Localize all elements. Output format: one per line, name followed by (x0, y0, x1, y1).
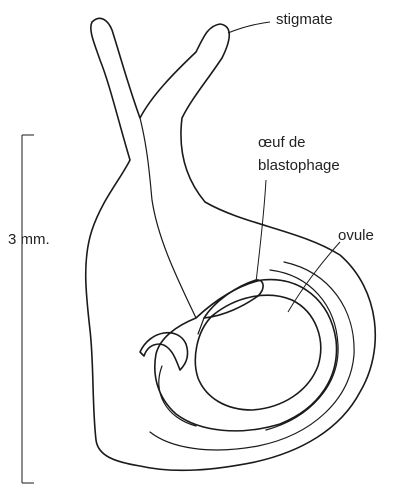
stigmate-leader (228, 22, 270, 33)
stylar-canal (140, 118, 196, 318)
outer-integument (150, 262, 354, 450)
scale-bar (22, 135, 34, 483)
blastophage-egg (204, 280, 263, 318)
label-oeuf-line2: blastophage (258, 157, 340, 174)
label-stigmate: stigmate (276, 11, 333, 28)
ovule-integument (266, 270, 338, 430)
ovule (195, 295, 320, 410)
oeuf-leader (256, 180, 266, 282)
label-ovule: ovule (338, 227, 374, 244)
ovary-outline (86, 18, 376, 470)
label-scale: 3 mm. (8, 231, 50, 248)
inner-fold (159, 366, 196, 426)
label-oeuf-line1: œuf de (258, 134, 306, 151)
